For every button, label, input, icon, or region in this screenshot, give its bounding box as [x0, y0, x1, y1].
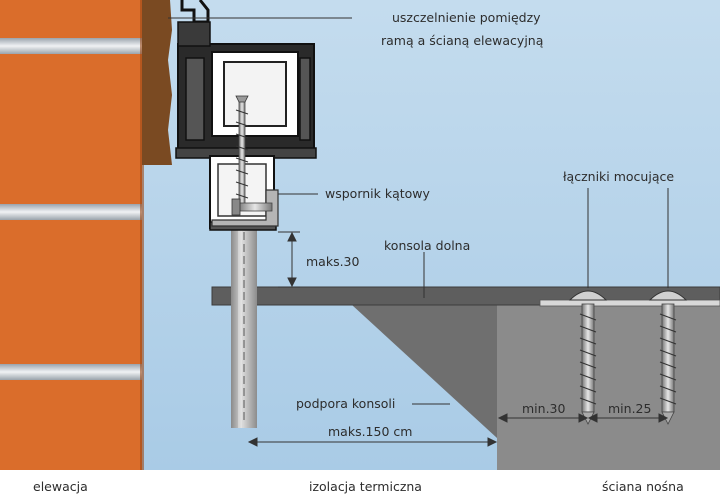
dimension-min-spacing	[587, 413, 669, 423]
seal-label-line1: uszczelnienie pomiędzy	[392, 10, 541, 25]
caption-band	[0, 470, 720, 500]
min-spacing-label: min.25	[608, 401, 651, 416]
bottom-console-label: konsola dolna	[384, 238, 470, 253]
mortar-joint	[0, 204, 142, 220]
min-edge-label: min.30	[522, 401, 565, 416]
fixing-plate	[539, 299, 720, 307]
angle-bracket	[211, 189, 279, 227]
max-span-label: maks.150 cm	[328, 424, 412, 439]
console-support-label: podpora konsoli	[296, 396, 395, 411]
seal-label-line2: ramą a ścianą elewacyjną	[381, 33, 544, 48]
fasteners-label: łączniki mocujące	[563, 169, 674, 184]
console-support-block	[352, 305, 497, 438]
mortar-joint	[0, 38, 142, 54]
caption-thermal-insulation: izolacja termiczna	[309, 479, 422, 494]
mortar-joint	[0, 364, 142, 380]
brick-facade	[0, 0, 144, 470]
dimension-max-span	[247, 437, 498, 447]
dimension-max-gap	[278, 231, 300, 288]
leader-lines	[168, 17, 669, 405]
fastener-screw	[568, 290, 608, 425]
caption-load-bearing-wall: ściana nośna	[602, 479, 684, 494]
fastener-screw	[648, 290, 688, 425]
dimension-min-edge	[497, 413, 589, 423]
angle-bracket-label: wspornik kątowy	[325, 186, 431, 201]
max-gap-label: maks.30	[306, 254, 360, 269]
load-bearing-wall	[497, 305, 720, 470]
caption-elevation: elewacja	[33, 479, 88, 494]
frame-seal	[142, 0, 172, 165]
